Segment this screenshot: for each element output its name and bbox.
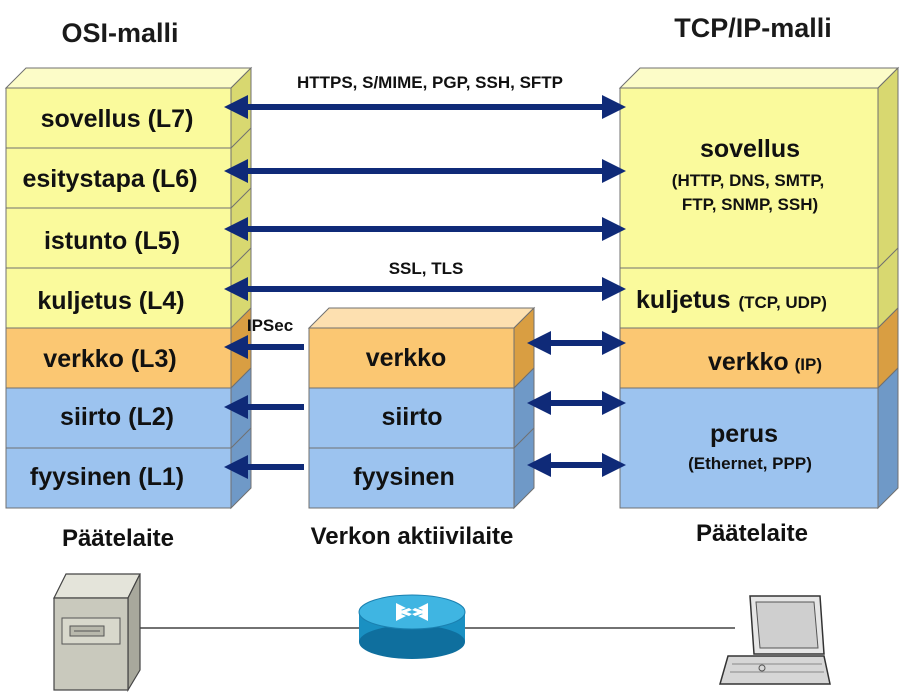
tcpip-layer-application [619,87,879,269]
osi-stack: sovellus (L7) esitystapa (L6) istunto (L… [4,66,253,510]
osi-layer-l1 [5,447,232,509]
osi-label-l1: fyysinen (L1) [30,463,184,491]
tcpip-title: TCP/IP-malli [674,13,832,43]
tcpip-protocols-link: (Ethernet, PPP) [688,454,812,473]
middle-layer-verkko [308,327,515,389]
middle-label-siirto: siirto [381,403,442,431]
middle-label-verkko: verkko [366,344,447,372]
osi-label-l4: kuljetus (L4) [37,287,184,315]
osi-label-l3: verkko (L3) [43,345,176,373]
tcpip-protocols-application-1: (HTTP, DNS, SMTP, [672,171,824,190]
tcpip-protocols-application-2: FTP, SNMP, SSH) [682,195,818,214]
tcpip-layer-link [619,387,879,509]
osi-label-l2: siirto (L2) [60,403,174,431]
caption-osi-device: Päätelaite [62,525,174,552]
label-application-security: HTTPS, S/MIME, PGP, SSH, SFTP [297,73,563,92]
osi-layer-l2 [5,387,232,449]
tcpip-label-application: sovellus [700,135,800,163]
tcpip-label-link: perus [710,420,778,448]
osi-layer-l5 [5,207,232,269]
tcpip-layer-transport [619,267,879,329]
osi-label-l6: esitystapa (L6) [22,165,197,193]
tcpip-layer-network [619,327,879,389]
server-tower-icon [53,573,141,693]
caption-network-device: Verkon aktiivilaite [311,523,514,550]
osi-label-l5: istunto (L5) [44,227,180,255]
middle-layer-siirto [308,387,515,449]
tcpip-label-transport: kuljetus(TCP, UDP) [636,286,827,314]
router-icon [358,594,466,659]
osi-title: OSI-malli [61,18,178,48]
middle-stack: verkko siirto fyysinen [307,306,536,510]
peer-arrows [224,95,626,479]
tcpip-stack: sovellus (HTTP, DNS, SMTP, FTP, SNMP, SS… [618,66,900,510]
label-network-security: IPSec [247,316,293,335]
caption-tcpip-device: Päätelaite [696,520,808,547]
label-transport-security: SSL, TLS [389,259,464,278]
laptop-icon [719,595,831,685]
middle-label-fyysinen: fyysinen [353,463,454,491]
osi-layer-l7 [5,87,232,149]
tcpip-label-network: verkko(IP) [708,348,822,376]
osi-label-l7: sovellus (L7) [41,105,194,133]
osi-layer-l6 [5,147,232,209]
middle-layer-fyysinen [308,447,515,509]
